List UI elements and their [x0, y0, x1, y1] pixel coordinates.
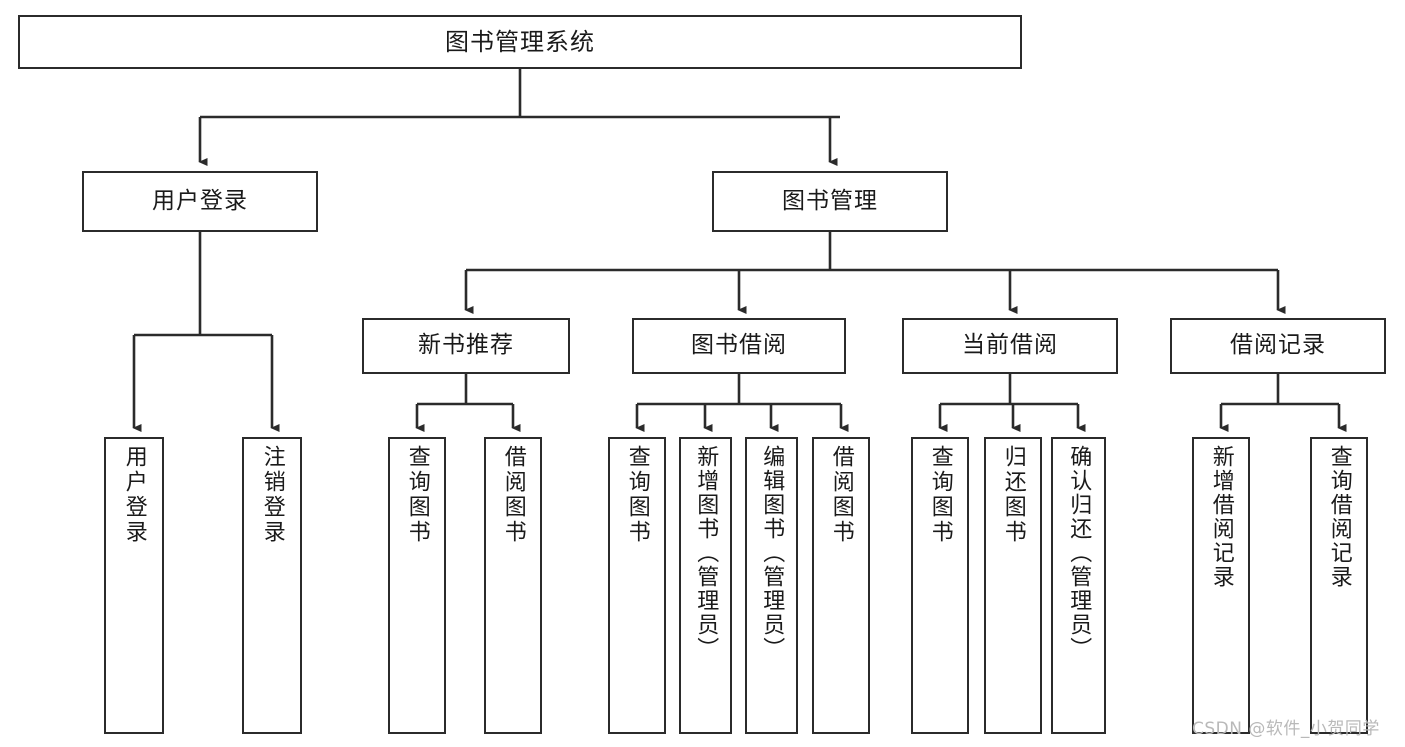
node-label: 借阅图书	[828, 445, 854, 545]
node-label: 借阅记录	[1230, 332, 1326, 359]
node-label: 当前借阅	[962, 332, 1058, 359]
node-label: 注销登录	[259, 445, 285, 545]
node-label: 图书借阅	[691, 332, 787, 359]
node-book-manage[interactable]: 图书管理	[712, 171, 948, 232]
node-label: 归还图书	[1000, 445, 1026, 545]
node-leaf-query-book-2[interactable]: 查询图书	[608, 437, 666, 734]
node-label: 图书管理	[782, 187, 878, 214]
node-user-login[interactable]: 用户登录	[82, 171, 318, 232]
node-leaf-confirm-return[interactable]: 确认归还（管理员）	[1051, 437, 1106, 734]
node-current-borrow[interactable]: 当前借阅	[902, 318, 1118, 374]
node-leaf-add-book[interactable]: 新增图书（管理员）	[679, 437, 732, 734]
node-label: 查询图书	[404, 445, 430, 545]
node-new-book-rec[interactable]: 新书推荐	[362, 318, 570, 374]
node-leaf-user-login[interactable]: 用户登录	[104, 437, 164, 734]
node-label: 查询图书	[927, 445, 953, 545]
node-leaf-borrow-book-2[interactable]: 借阅图书	[812, 437, 870, 734]
node-label: 编辑图书（管理员）	[759, 445, 785, 661]
node-label: 确认归还（管理员）	[1066, 445, 1092, 661]
node-label: 新书推荐	[418, 332, 514, 359]
node-leaf-query-book-3[interactable]: 查询图书	[911, 437, 969, 734]
node-label: 新增图书（管理员）	[693, 445, 719, 661]
node-leaf-query-record[interactable]: 查询借阅记录	[1310, 437, 1368, 734]
node-label: 查询借阅记录	[1326, 445, 1352, 589]
node-leaf-borrow-book-1[interactable]: 借阅图书	[484, 437, 542, 734]
node-label: 新增借阅记录	[1208, 445, 1234, 589]
node-leaf-return-book[interactable]: 归还图书	[984, 437, 1042, 734]
node-root-system[interactable]: 图书管理系统	[18, 15, 1022, 69]
node-label: 查询图书	[624, 445, 650, 545]
node-borrow-record[interactable]: 借阅记录	[1170, 318, 1386, 374]
node-leaf-add-record[interactable]: 新增借阅记录	[1192, 437, 1250, 734]
csdn-watermark: CSDN @软件_小贺同学	[1192, 719, 1380, 739]
node-leaf-edit-book[interactable]: 编辑图书（管理员）	[745, 437, 798, 734]
node-leaf-logout-login[interactable]: 注销登录	[242, 437, 302, 734]
node-label: 借阅图书	[500, 445, 526, 545]
node-book-borrow[interactable]: 图书借阅	[632, 318, 846, 374]
node-label: 用户登录	[152, 187, 248, 214]
node-leaf-query-book-1[interactable]: 查询图书	[388, 437, 446, 734]
node-label: 用户登录	[121, 445, 147, 545]
node-label: 图书管理系统	[445, 27, 595, 56]
